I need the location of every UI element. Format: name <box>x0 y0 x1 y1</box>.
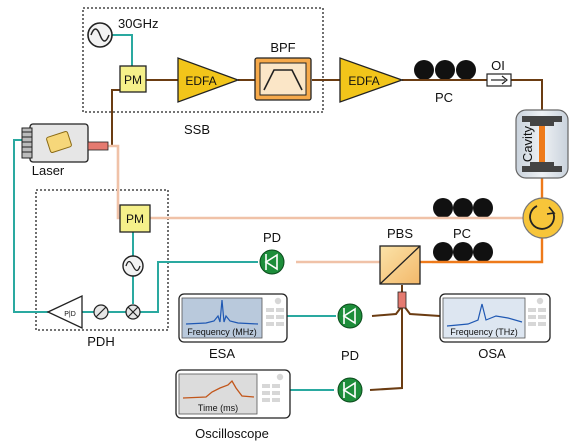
laser-source[interactable] <box>21 123 109 163</box>
scope-axis-label: Time (ms) <box>198 403 238 413</box>
pdh-label: PDH <box>87 334 114 349</box>
osa-buttons <box>528 297 546 326</box>
cavity-label: Cavity <box>520 125 535 162</box>
osa-trace <box>446 303 523 327</box>
esa-instrument[interactable] <box>178 293 288 343</box>
pm-mid-label: PM <box>126 212 144 226</box>
edfa1-label: EDFA <box>185 74 216 88</box>
phase-modulator-mid[interactable]: PM <box>119 204 151 233</box>
osa-instrument[interactable] <box>439 293 551 343</box>
mixer[interactable] <box>125 304 141 320</box>
pbs-label: PBS <box>387 226 413 241</box>
low-pass-filter[interactable] <box>93 304 109 320</box>
pc-mid-label: PC <box>453 226 471 241</box>
mixer-to-pd <box>140 261 258 313</box>
rf-to-pm <box>112 34 133 66</box>
optical-cavity[interactable] <box>515 109 569 179</box>
fiber-laser-pm <box>108 89 120 147</box>
photodetector-esa[interactable] <box>337 303 363 329</box>
laser-label: Laser <box>32 163 65 178</box>
rf-source-30ghz[interactable] <box>87 22 113 48</box>
polarization-controller-top[interactable] <box>412 60 478 81</box>
optical-isolator[interactable] <box>486 73 512 87</box>
edfa-amplifier-1[interactable]: EDFA <box>177 57 240 103</box>
osa-axis-label: Frequency (THz) <box>450 327 518 337</box>
edfa2-label: EDFA <box>348 74 379 88</box>
oi-label: OI <box>491 58 505 73</box>
pc-top-label: PC <box>435 90 453 105</box>
polarization-controller-mid[interactable] <box>432 198 494 264</box>
pdh-servo[interactable]: P|D <box>46 294 83 330</box>
pdh-box <box>35 189 169 331</box>
oscilloscope-instrument[interactable] <box>175 369 291 419</box>
fiber-split-esa <box>371 305 403 317</box>
esa-label: ESA <box>209 346 235 361</box>
photodetector-scope[interactable] <box>337 377 363 403</box>
fiber-coupler <box>397 291 407 309</box>
ssb-box <box>82 7 324 113</box>
fiber-oi-cavity <box>510 79 543 110</box>
polarizing-beam-splitter[interactable] <box>379 245 421 285</box>
optical-fibers <box>108 79 543 391</box>
optical-circulator[interactable] <box>522 197 564 239</box>
phase-modulator-top[interactable]: PM <box>119 65 147 93</box>
ssb-label: SSB <box>184 122 210 137</box>
scope-screen <box>178 373 258 415</box>
fiber-split-osa <box>403 305 441 317</box>
fiber-split-scope <box>369 306 403 391</box>
edfa-amplifier-2[interactable]: EDFA <box>339 57 404 103</box>
photodetector-top[interactable] <box>259 249 285 275</box>
rf-frequency-label: 30GHz <box>118 16 158 31</box>
esa-trace <box>185 299 259 325</box>
pd-top-label: PD <box>263 230 281 245</box>
osa-screen <box>442 297 526 339</box>
pm-top-label: PM <box>124 73 142 87</box>
esa-axis-label: Frequency (MHz) <box>187 327 257 337</box>
bandpass-filter[interactable] <box>254 57 312 101</box>
bpf-label: BPF <box>270 40 295 55</box>
servo-glyph: P|D <box>64 311 76 318</box>
scope-trace <box>182 379 255 399</box>
pump-beam <box>108 144 524 264</box>
oscilloscope-label: Oscilloscope <box>195 426 269 441</box>
local-oscillator[interactable] <box>122 255 144 277</box>
pd-bottom-label: PD <box>341 348 359 363</box>
scope-buttons <box>262 373 284 402</box>
esa-buttons <box>266 297 284 326</box>
osa-label: OSA <box>478 346 506 361</box>
